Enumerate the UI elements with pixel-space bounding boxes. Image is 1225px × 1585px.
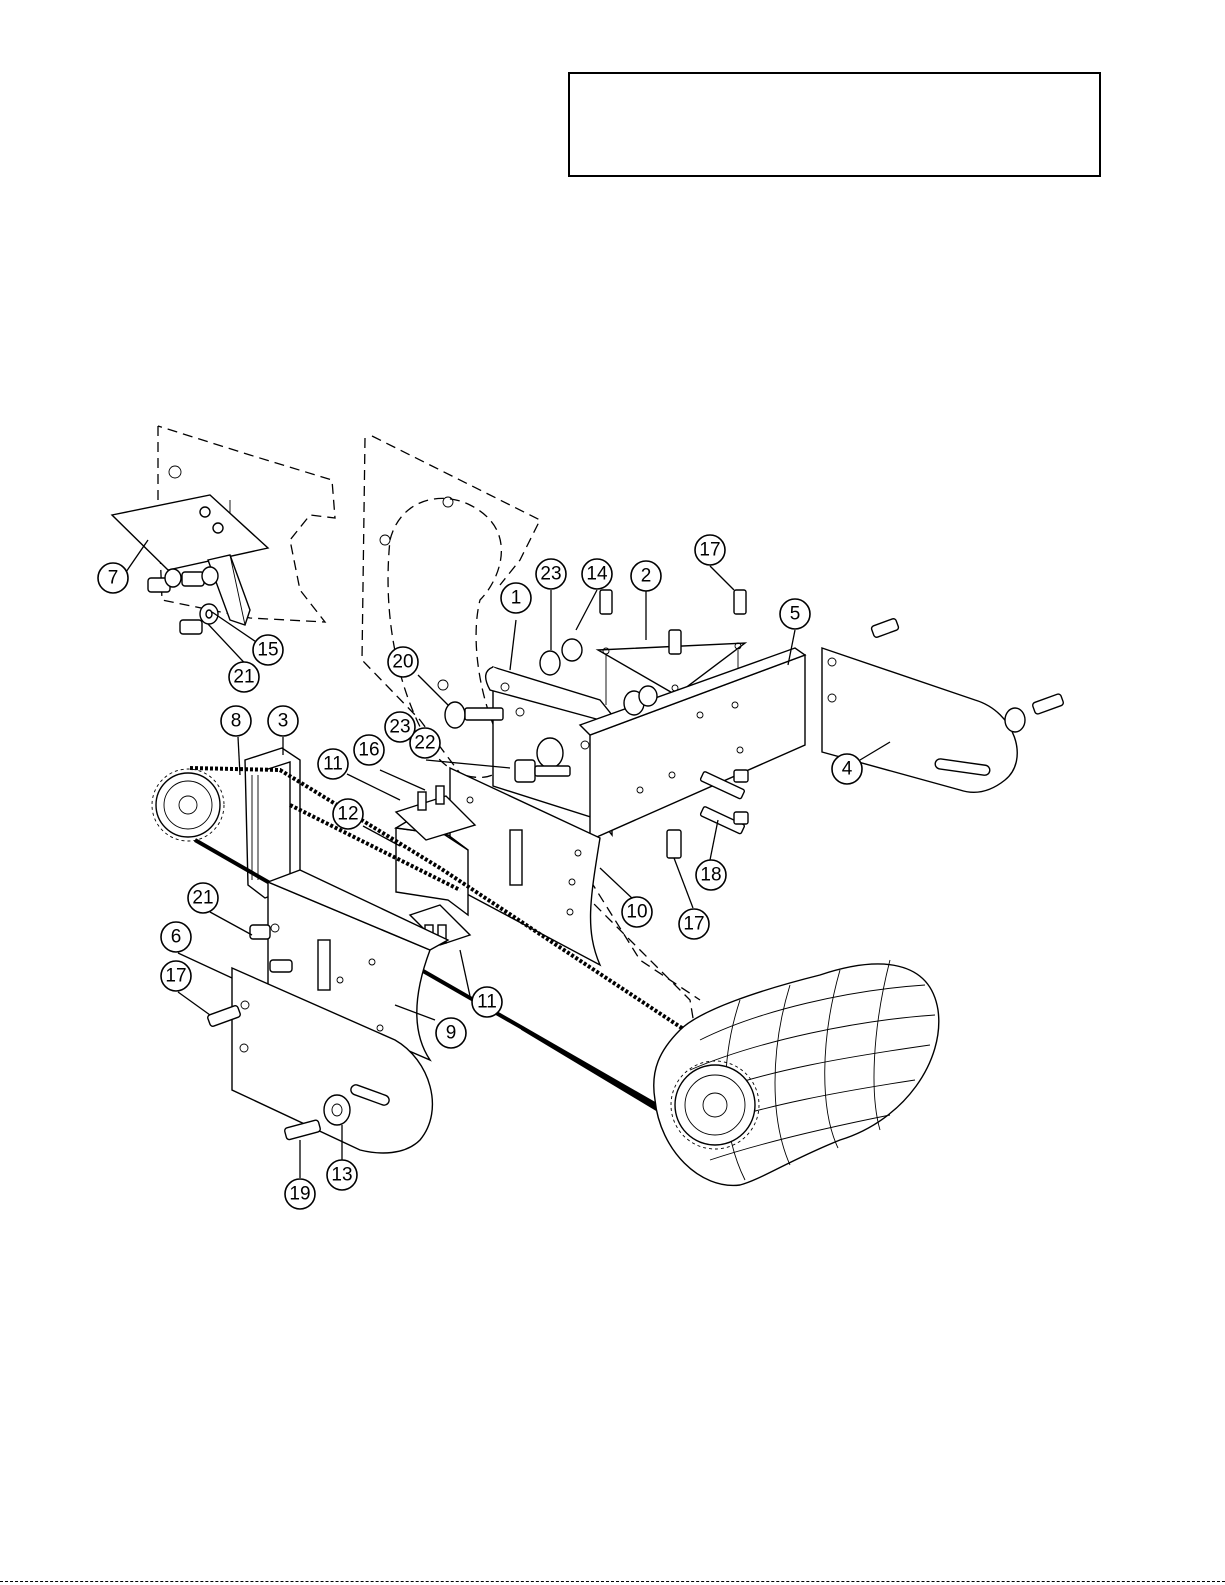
- callout-11a: 11: [318, 749, 348, 779]
- svg-text:21: 21: [192, 888, 213, 909]
- svg-text:1: 1: [511, 588, 522, 609]
- svg-text:15: 15: [257, 640, 278, 661]
- svg-text:19: 19: [289, 1184, 310, 1205]
- callout-4: 4: [832, 754, 862, 784]
- callout-7: 7: [98, 563, 128, 593]
- svg-text:17: 17: [683, 914, 704, 935]
- callout-23a: 23: [536, 559, 566, 589]
- svg-text:5: 5: [790, 604, 801, 625]
- svg-text:17: 17: [165, 966, 186, 987]
- callout-20: 20: [388, 647, 418, 677]
- callout-1: 1: [501, 583, 531, 613]
- svg-text:21: 21: [233, 667, 254, 688]
- svg-text:13: 13: [331, 1165, 352, 1186]
- svg-text:22: 22: [414, 733, 435, 754]
- callout-21b: 21: [188, 883, 218, 913]
- callout-17c: 17: [161, 961, 191, 991]
- callout-5: 5: [780, 599, 810, 629]
- svg-text:3: 3: [278, 711, 289, 732]
- callout-17a: 17: [695, 535, 725, 565]
- callout-12: 12: [333, 799, 363, 829]
- svg-text:9: 9: [446, 1023, 457, 1044]
- svg-text:12: 12: [337, 804, 358, 825]
- svg-text:20: 20: [392, 652, 413, 673]
- svg-text:8: 8: [231, 711, 242, 732]
- svg-text:14: 14: [586, 564, 608, 585]
- callout-23b: 23: [385, 712, 415, 742]
- svg-text:4: 4: [842, 759, 853, 780]
- svg-text:23: 23: [389, 717, 410, 738]
- callout-6: 6: [161, 922, 191, 952]
- callout-15: 15: [253, 635, 283, 665]
- callout-8: 8: [221, 706, 251, 736]
- svg-text:6: 6: [171, 927, 182, 948]
- svg-text:17: 17: [699, 540, 720, 561]
- callout-10: 10: [622, 897, 652, 927]
- callout-3: 3: [268, 706, 298, 736]
- callout-19: 19: [285, 1179, 315, 1209]
- part-8-sprocket: [152, 769, 224, 841]
- bracket-hardware: [148, 567, 218, 634]
- callout-16: 16: [354, 735, 384, 765]
- svg-text:2: 2: [641, 566, 652, 587]
- callout-21a: 21: [229, 662, 259, 692]
- svg-text:16: 16: [358, 740, 379, 761]
- callout-17b: 17: [679, 909, 709, 939]
- part-7-bracket: [112, 495, 268, 625]
- callout-11b: 11: [472, 987, 502, 1017]
- roller: [654, 960, 939, 1185]
- svg-text:23: 23: [540, 564, 561, 585]
- svg-text:18: 18: [700, 865, 721, 886]
- svg-text:11: 11: [323, 754, 343, 775]
- svg-text:11: 11: [477, 992, 497, 1013]
- callout-14: 14: [582, 559, 612, 589]
- callout-18: 18: [696, 860, 726, 890]
- svg-text:10: 10: [626, 902, 647, 923]
- callout-9: 9: [436, 1018, 466, 1048]
- callout-2: 2: [631, 561, 661, 591]
- callout-13: 13: [327, 1160, 357, 1190]
- svg-text:7: 7: [108, 568, 119, 589]
- page-bottom-rule: [0, 1581, 1225, 1582]
